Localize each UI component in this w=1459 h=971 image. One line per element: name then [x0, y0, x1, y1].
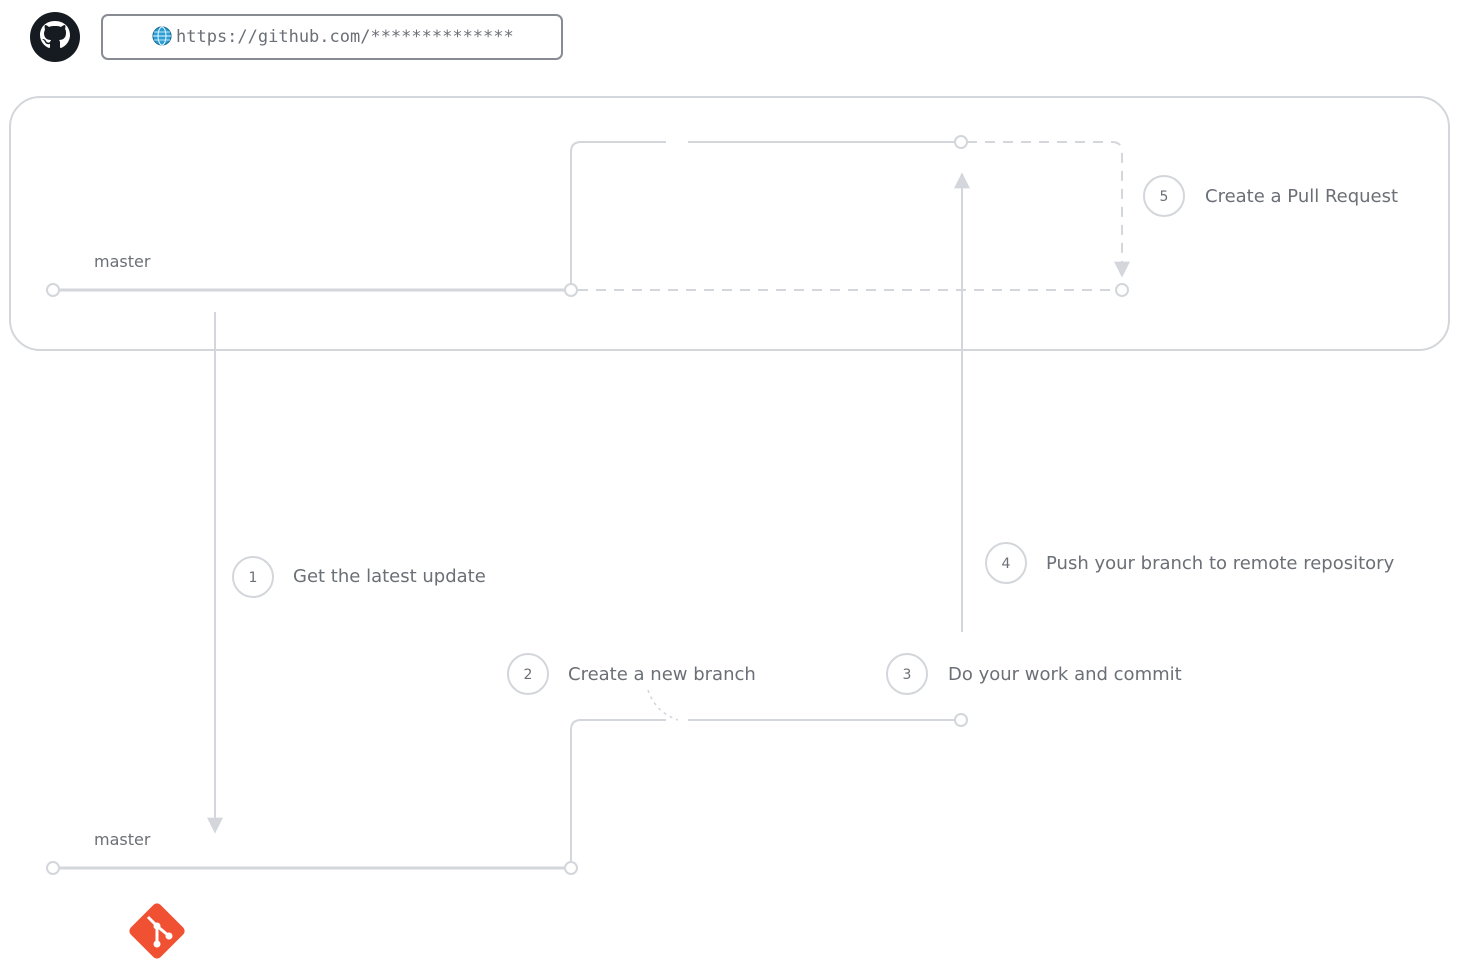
local-master-branch: [46, 861, 571, 875]
remote-feature-branch: [564, 135, 968, 297]
globe-icon: [152, 26, 172, 46]
step-1: 1 Get the latest update: [232, 556, 486, 598]
step-5-number: 5: [1160, 189, 1169, 205]
step-4-label: Push your branch to remote repository: [1046, 553, 1395, 574]
url-text[interactable]: https://github.com/**************: [176, 27, 514, 47]
remote-master-label: master: [94, 252, 151, 271]
step-3-label: Do your work and commit: [948, 664, 1182, 685]
remote-master-branch: [46, 283, 571, 297]
step-4-number: 4: [1002, 556, 1011, 572]
step-5: 5 Create a Pull Request: [1143, 175, 1398, 217]
step-4: 4 Push your branch to remote repository: [985, 542, 1395, 584]
step-2: 2 Create a new branch: [507, 653, 756, 695]
address-bar[interactable]: https://github.com/**************: [101, 14, 563, 60]
step-2-label: Create a new branch: [568, 664, 756, 685]
step-3: 3 Do your work and commit: [886, 653, 1182, 695]
step-1-label: Get the latest update: [293, 566, 486, 587]
git-logo-branch-glyph: [146, 915, 173, 948]
github-octocat-icon: [30, 12, 80, 62]
local-master-label: master: [94, 830, 151, 849]
step-2-number: 2: [524, 667, 533, 683]
step-5-label: Create a Pull Request: [1205, 186, 1398, 207]
step-3-number: 3: [903, 667, 912, 683]
local-feature-branch: [564, 689, 968, 875]
step-1-number: 1: [249, 570, 258, 586]
pull-request-merge-path: [578, 141, 1130, 297]
remote-repository-container: [9, 96, 1450, 351]
